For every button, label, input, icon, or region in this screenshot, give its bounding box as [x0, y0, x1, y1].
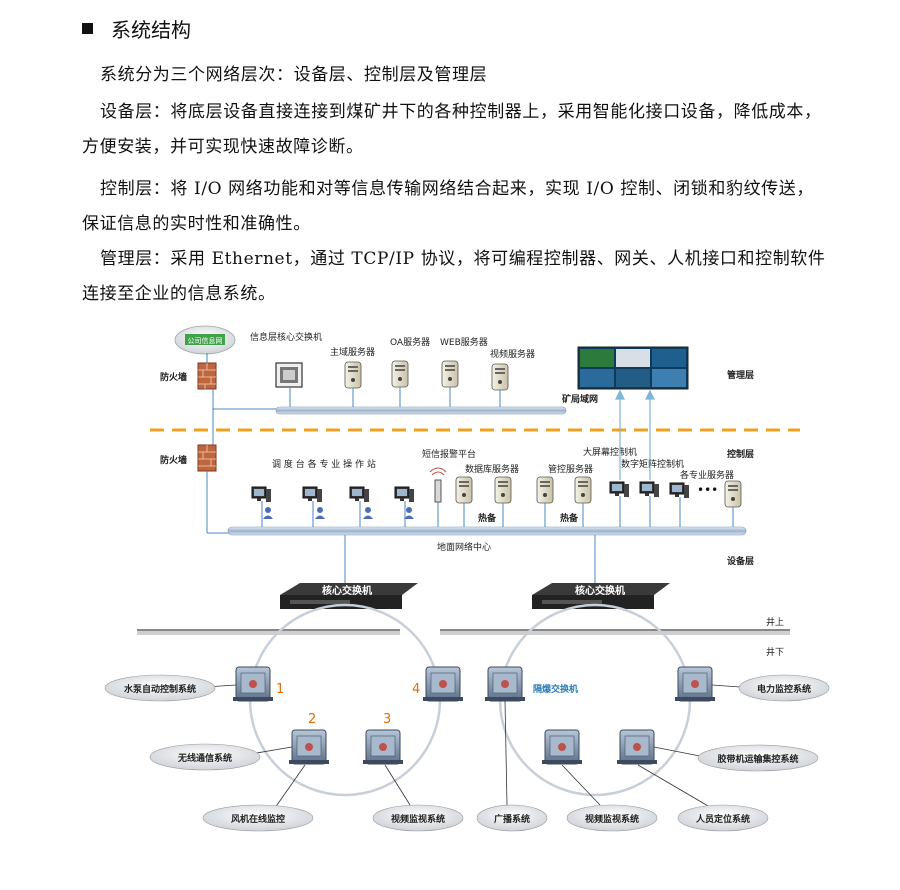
- node-number-1: 1: [276, 682, 284, 697]
- management-layer-label: 管理层: [727, 369, 754, 381]
- paragraph-4: 管理层：采用 Ethernet，通过 TCP/IP 协议，将可编程控制器、网关、…: [82, 249, 826, 304]
- info-core-switch-icon: [275, 362, 303, 388]
- digital-matrix-label: 数字矩阵控制机: [621, 458, 684, 470]
- firewall-mid-label: 防火墙: [160, 454, 187, 466]
- ground-line: [137, 629, 790, 635]
- database-server-1-icon: [455, 476, 473, 504]
- mine-node-4-icon: [422, 666, 464, 702]
- above-ground-label: 井上: [766, 616, 784, 628]
- web-server-label: WEB服务器: [440, 336, 488, 348]
- svg-text:视频监视系统: 视频监视系统: [391, 813, 445, 825]
- system-architecture-diagram: 公司信息网 防火墙 信息层核心交换机 主域服务器 OA服务器 WEB服务器 视频…: [104, 325, 830, 832]
- mine-lan-label: 矿局域网: [562, 393, 598, 405]
- matrix-pc-icon: [639, 481, 660, 498]
- firewall-top-label: 防火墙: [160, 371, 187, 383]
- explosion-proof-switch-icon: [484, 666, 526, 702]
- control-bus: [227, 526, 747, 536]
- heading-text: 系统结构: [111, 18, 191, 42]
- svg-text:视频监视系统: 视频监视系统: [585, 813, 639, 825]
- firewall-top-icon: [197, 362, 217, 390]
- cloud-water-pump: 水泵自动控制系统: [104, 674, 216, 702]
- mine-node-2-icon: [288, 729, 330, 765]
- sms-alarm-label: 短信报警平台: [422, 448, 476, 460]
- database-server-label: 数据库服务器: [465, 463, 519, 475]
- core-switch-right-label: 核心交换机: [575, 584, 625, 597]
- node-number-4: 4: [412, 682, 420, 697]
- cloud-fan: 风机在线监控: [202, 804, 314, 832]
- info-core-switch-label: 信息层核心交换机: [250, 331, 322, 343]
- cloud-video-left: 视频监视系统: [372, 804, 464, 832]
- node-number-2: 2: [308, 712, 316, 727]
- square-bullet-icon: [82, 23, 93, 34]
- cloud-video-right: 视频监视系统: [566, 804, 658, 832]
- management-bus: [275, 406, 567, 415]
- control-layer-label: 控制层: [727, 448, 754, 460]
- firewall-mid-icon: [197, 444, 217, 472]
- dispatch-stations-label: 调 度 台 各 专 业 操 作 站: [272, 458, 376, 470]
- operator-3-icon: [363, 507, 373, 519]
- oa-server-icon: [391, 360, 409, 388]
- ground-center-label: 地面网络中心: [437, 541, 491, 553]
- operator-pc-2-icon: [302, 486, 323, 503]
- video-server-label: 视频服务器: [490, 348, 535, 360]
- oa-server-label: OA服务器: [390, 336, 430, 348]
- professional-server-pc-icon: [669, 482, 690, 499]
- cloud-broadcast: 广播系统: [476, 804, 548, 832]
- paragraph-2: 设备层：将底层设备直接连接到煤矿井下的各种控制器上，采用智能化接口设备，降低成本…: [82, 102, 822, 157]
- hot-standby-2-label: 热备: [560, 512, 579, 524]
- operator-pc-3-icon: [349, 486, 370, 503]
- cloud-personnel: 人员定位系统: [677, 804, 769, 832]
- section-heading: 系统结构: [82, 14, 191, 43]
- paragraph-3: 控制层：将 I/O 网络功能和对等信息传输网络结合起来，实现 I/O 控制、闭锁…: [82, 179, 814, 234]
- operator-2-icon: [315, 507, 325, 519]
- cloud-wireless: 无线通信系统: [149, 743, 261, 771]
- operator-pc-1-icon: [251, 486, 272, 503]
- mine-node-power-icon: [674, 666, 716, 702]
- mine-node-video-icon: [541, 729, 583, 765]
- svg-text:无线通信系统: 无线通信系统: [177, 752, 232, 764]
- ellipsis-dots: •••: [697, 483, 718, 497]
- core-switch-right-icon: [532, 583, 670, 609]
- control-server-label: 管控服务器: [548, 463, 593, 475]
- below-ground-label: 井下: [766, 646, 784, 658]
- svg-text:水泵自动控制系统: 水泵自动控制系统: [124, 683, 196, 695]
- explosion-switch-label: 隔爆交换机: [533, 683, 578, 695]
- hot-standby-1-label: 热备: [478, 512, 497, 524]
- web-server-icon: [441, 360, 459, 388]
- core-switch-left-label: 核心交换机: [322, 584, 372, 597]
- core-switch-left-icon: [280, 583, 418, 609]
- svg-text:胶带机运输集控系统: 胶带机运输集控系统: [717, 753, 798, 765]
- cloud-power: 电力监控系统: [738, 674, 830, 702]
- video-server-icon: [491, 363, 509, 391]
- control-server-2-icon: [574, 476, 592, 504]
- svg-text:广播系统: 广播系统: [494, 813, 530, 825]
- public-info-cloud: 公司信息网: [174, 325, 236, 355]
- mine-node-3-icon: [362, 729, 404, 765]
- professional-server-icon: [724, 480, 742, 508]
- device-layer-label: 设备层: [727, 555, 754, 567]
- big-screen-pc-icon: [609, 481, 630, 498]
- cloud-belt: 胶带机运输集控系统: [697, 744, 819, 772]
- operator-pc-4-icon: [394, 486, 415, 503]
- big-screen-label: 大屏幕控制机: [583, 446, 637, 458]
- main-domain-server-icon: [344, 361, 362, 389]
- video-wall-display: [577, 346, 689, 390]
- svg-text:公司信息网: 公司信息网: [188, 336, 223, 345]
- professional-servers-label: 各专业服务器: [680, 469, 734, 481]
- control-server-1-icon: [536, 476, 554, 504]
- operator-1-icon: [263, 507, 273, 519]
- mine-node-personnel-icon: [616, 729, 658, 765]
- paragraph-1: 系统分为三个网络层次：设备层、控制层及管理层: [100, 65, 488, 85]
- svg-text:电力监控系统: 电力监控系统: [757, 683, 811, 695]
- database-server-2-icon: [494, 476, 512, 504]
- sms-antenna-icon: [429, 467, 447, 503]
- svg-text:风机在线监控: 风机在线监控: [231, 813, 285, 825]
- svg-text:人员定位系统: 人员定位系统: [695, 813, 750, 825]
- mine-node-1-icon: [232, 666, 274, 702]
- node-number-3: 3: [383, 712, 391, 727]
- main-domain-server-label: 主域服务器: [330, 346, 375, 358]
